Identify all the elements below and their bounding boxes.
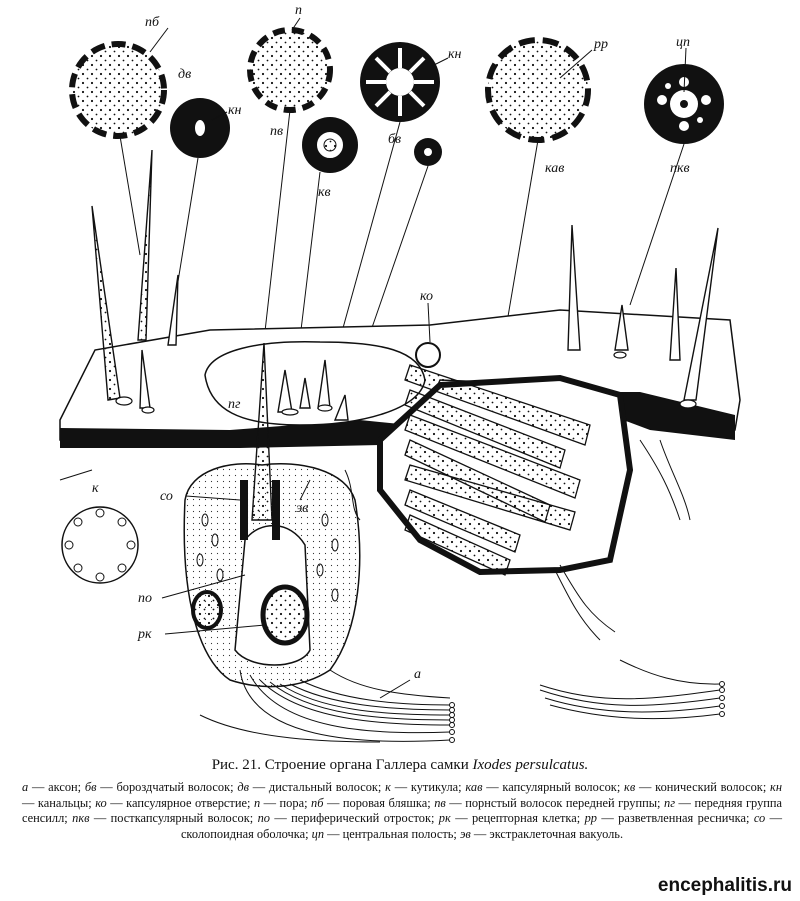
legend-text: — кутикула; [390, 780, 466, 794]
legend-abbr: к [385, 780, 391, 794]
label-bv: бв [388, 132, 401, 147]
caption-species: Ixodes persulcatus. [472, 757, 589, 773]
label-pv: пв [270, 124, 283, 139]
legend-abbr: бв [84, 780, 97, 794]
label-pb: пб [145, 15, 160, 30]
legend-abbr: по [257, 811, 270, 826]
label-dv: дв [178, 67, 191, 82]
legend-text: — разветвленная ресничка; [596, 811, 754, 826]
legend-text: — конический волосок; [635, 780, 771, 794]
label-po: по [138, 591, 152, 606]
legend-abbr: пкв [72, 811, 90, 826]
legend-abbr: рр [584, 811, 597, 826]
label-rk: рк [137, 627, 152, 642]
axon-ends [449, 681, 725, 743]
legend-text: — капсулярное отверстие; [106, 795, 254, 810]
axons [199, 439, 721, 743]
legend-abbr: рк [438, 811, 451, 826]
label-cp: цп [676, 35, 690, 50]
legend-abbr: пг [664, 795, 676, 810]
legend-text: — периферический отросток; [270, 811, 439, 826]
legend-text: — дистальный волосок; [248, 780, 386, 794]
legend-abbr: дв [237, 780, 249, 794]
capsular-hairs [404, 364, 591, 576]
section-capsular-hair [485, 37, 591, 143]
legend-abbr: пв [434, 795, 446, 810]
label-kn-left: кн [228, 103, 242, 118]
site-watermark: encephalitis.ru [657, 875, 792, 896]
legend-text: — бороздчатый волосок; [96, 780, 238, 794]
label-k: к [92, 481, 99, 496]
legend-text: — пора; [260, 795, 312, 810]
legend-text: — центральная полость; [324, 826, 460, 841]
legend-abbr: кав [465, 780, 483, 794]
section-scolopoid [61, 506, 139, 584]
legend-abbr: ко [95, 795, 107, 810]
section-conical-hair [302, 117, 358, 173]
legend-abbr: кв [624, 780, 636, 794]
legend-text: — посткапсулярный волосок; [89, 811, 258, 826]
section-distal-hair [170, 98, 230, 158]
label-a: а [414, 667, 421, 682]
legend-text: — передняя группа сенсилл; [22, 795, 783, 826]
legend-text: — порнстый волосок передней группы; [445, 795, 665, 810]
hair-sockets [115, 351, 697, 416]
legend-abbr: п [253, 795, 261, 810]
section-grooved-hair-canals [360, 42, 440, 122]
legend-text: — сколопоидная оболочка; [180, 811, 782, 841]
label-so: со [160, 489, 173, 504]
legend-abbr: эв [459, 826, 471, 841]
figure-legend: а — аксон; бв — бороздчатый волосок; дв … [22, 780, 782, 842]
section-grooved-hair-small [414, 138, 442, 166]
legend-text: — аксон; [28, 780, 85, 794]
legend-text: — канальцы; [22, 795, 96, 810]
section-pore-plate [69, 41, 167, 139]
caption-prefix: Рис. 21. Строение органа Галлера самки [211, 757, 473, 773]
label-kv: кв [318, 185, 331, 200]
haller-organ-diagram: пб дв кн п пв кв бв кн рр кав цп пкв ко … [59, 3, 741, 743]
legend-abbr: со [753, 811, 766, 826]
legend-text: — экстраклеточная вакуоль. [470, 826, 624, 841]
label-p: п [295, 3, 302, 18]
section-postcapsular-hair [644, 64, 724, 144]
label-kav: кав [545, 161, 564, 176]
section-pore [247, 27, 333, 113]
legend-abbr: цп [311, 826, 325, 841]
legend-abbr: а [22, 780, 29, 794]
label-ko: ко [420, 289, 433, 304]
legend-abbr: пб [311, 795, 324, 810]
figure-caption: Рис. 21. Строение органа Галлера самки I… [0, 757, 800, 774]
label-ev: эв [296, 501, 308, 516]
label-pkv: пкв [670, 161, 690, 176]
label-pointers [59, 302, 431, 699]
legend-text: — рецепторная клетка; [450, 811, 585, 826]
legend-text: — капсулярный волосок; [482, 780, 625, 794]
label-kn-right: кн [448, 47, 462, 62]
label-pg: пг [228, 397, 241, 412]
sensillum-body [183, 463, 361, 688]
legend-text: — поровая бляшка; [323, 795, 435, 810]
legend-abbr: кн [770, 780, 782, 794]
label-rr: рр [593, 37, 608, 52]
